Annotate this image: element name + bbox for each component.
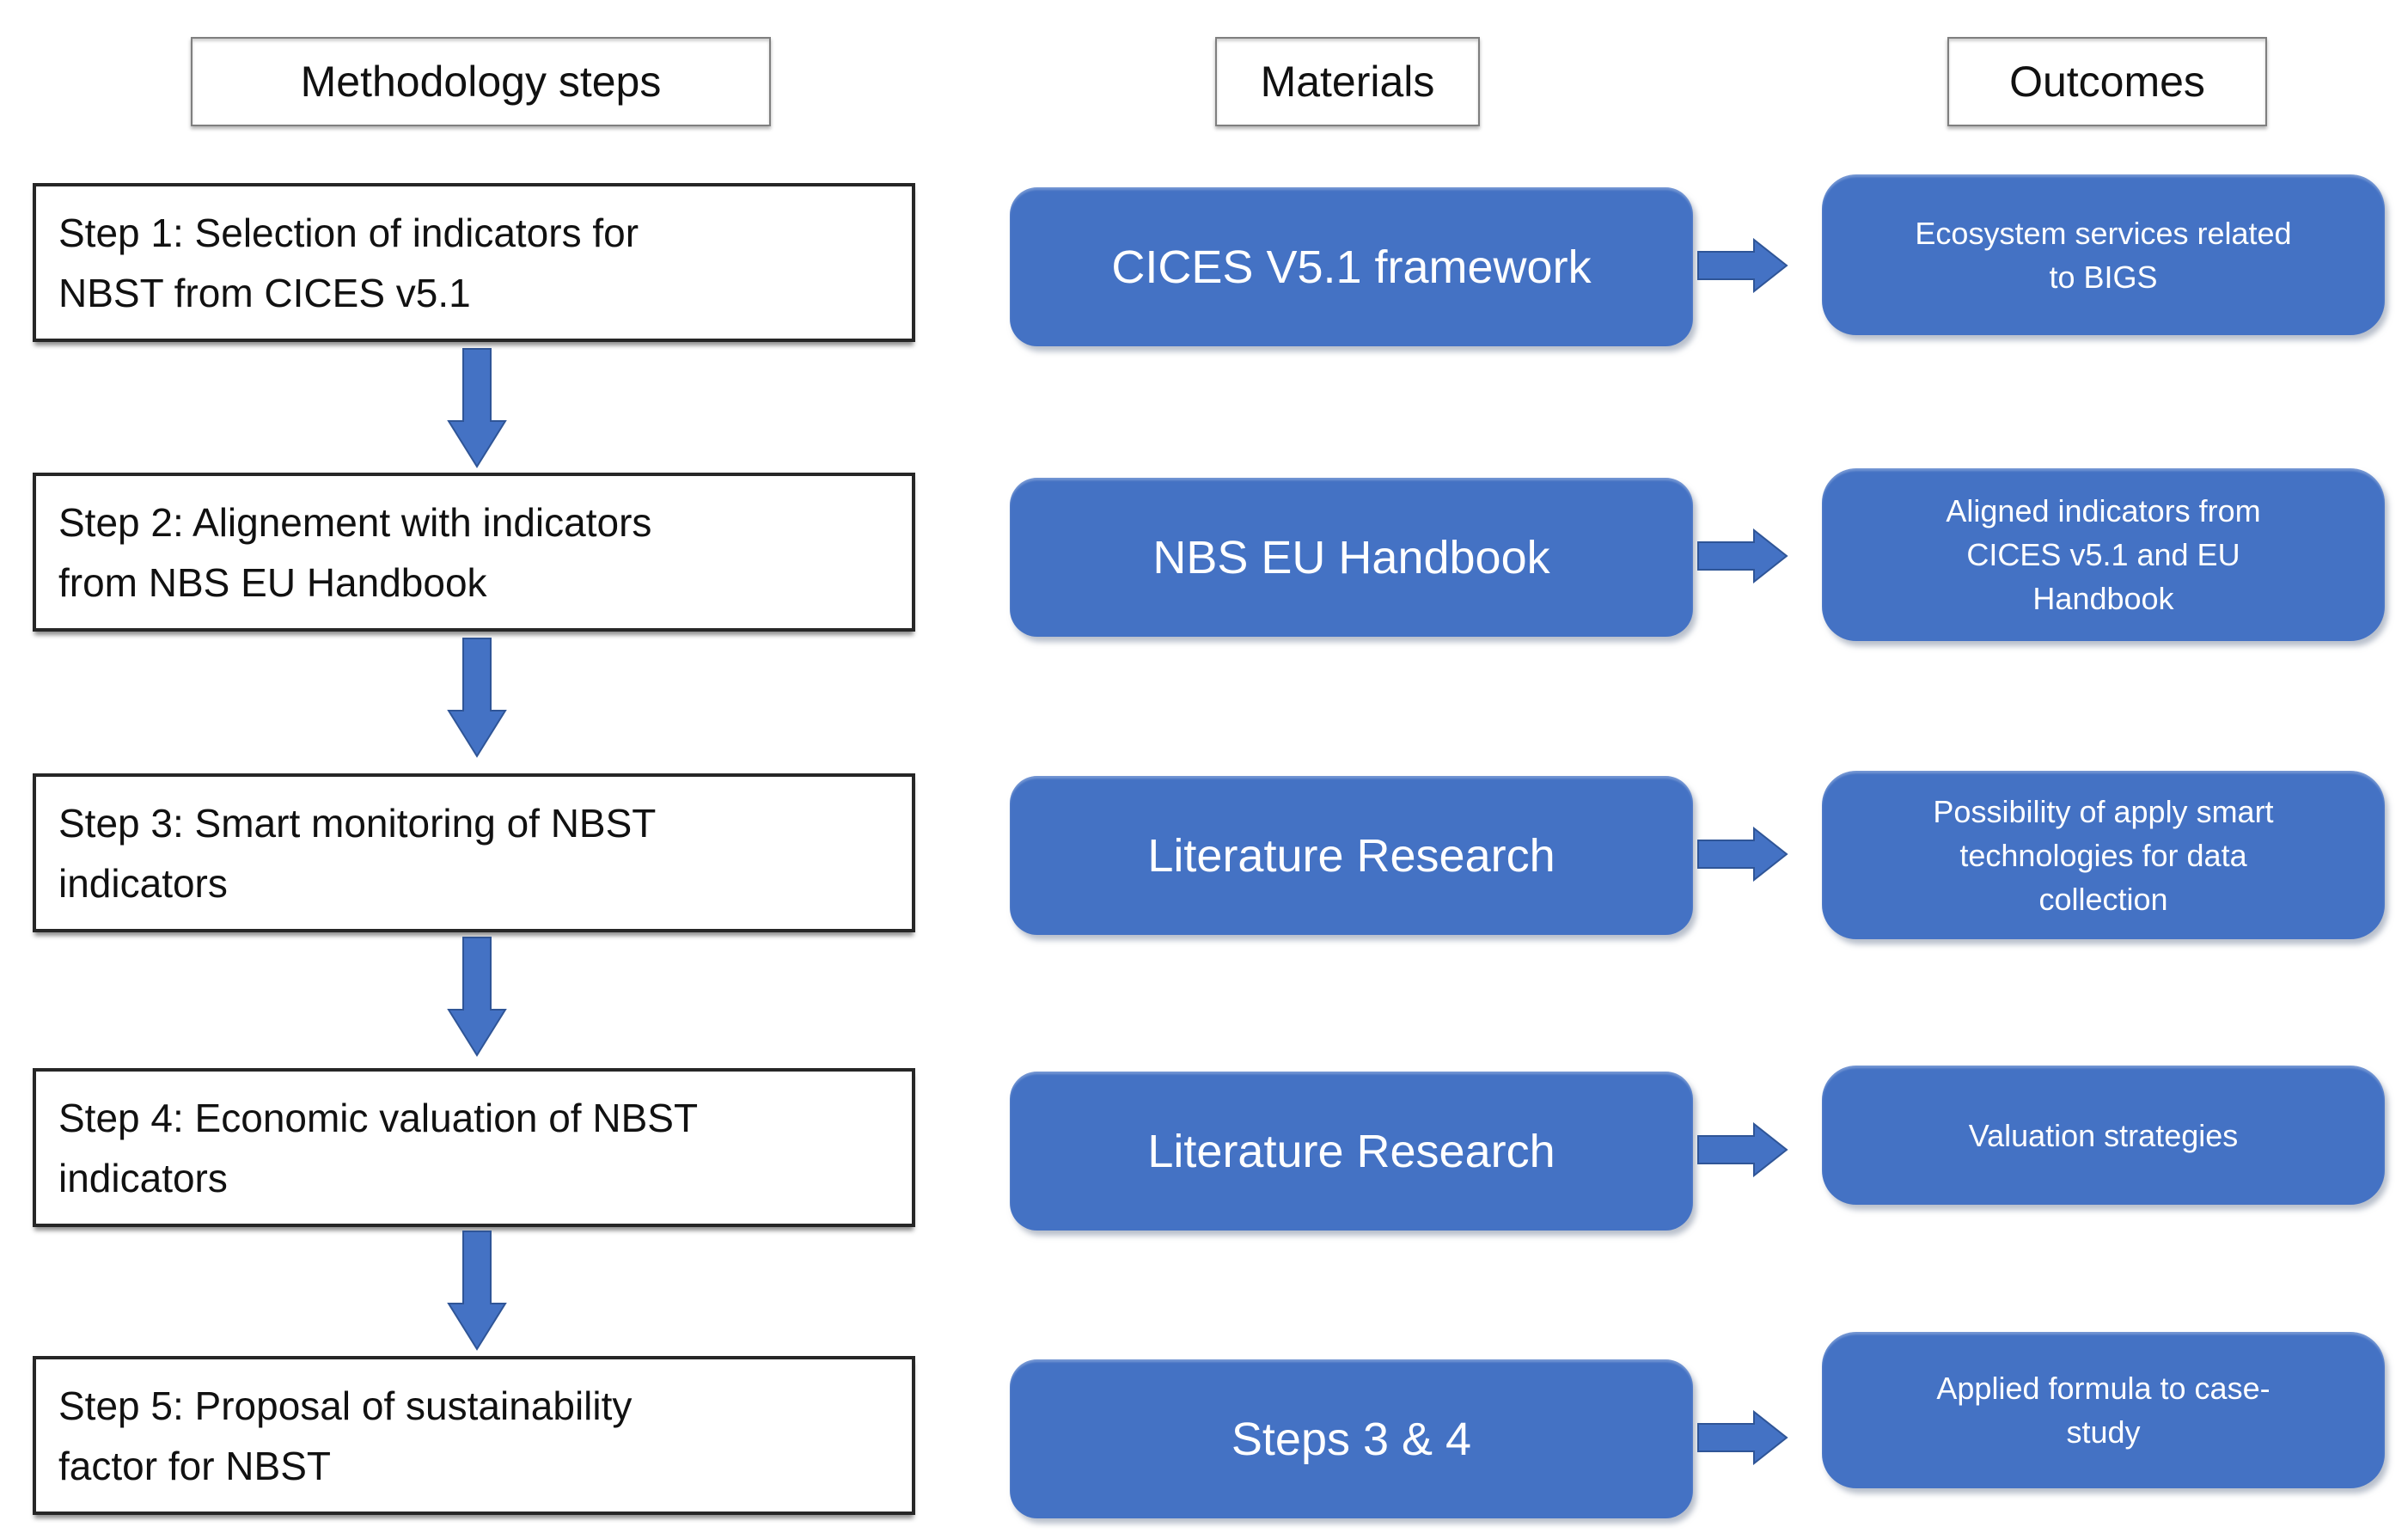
step-text-line: from NBS EU Handbook (58, 559, 487, 605)
outcome-text-line: Handbook (2032, 581, 2174, 616)
material-label: Steps 3 & 4 (1231, 1413, 1472, 1465)
material-label: NBS EU Handbook (1152, 531, 1550, 583)
outcome-text-line: CICES v5.1 and EU (1966, 537, 2240, 572)
material-box-2: NBS EU Handbook (1010, 478, 1693, 637)
step-text-line: factor for NBST (58, 1443, 331, 1488)
step-box-1: Step 1: Selection of indicators for NBST… (33, 183, 915, 342)
outcome-text-line: Ecosystem services related (1915, 215, 2292, 251)
step-box-4: Step 4: Economic valuation of NBST indic… (33, 1068, 915, 1227)
outcome-box-1: Ecosystem services related to BIGS (1822, 174, 2385, 335)
column-header-label: Outcomes (2009, 58, 2205, 106)
down-block-arrow-icon (447, 348, 507, 468)
step-text-line: indicators (58, 860, 228, 906)
step-text-line: indicators (58, 1155, 228, 1200)
outcome-box-3: Possibility of apply smart technologies … (1822, 771, 2385, 939)
outcome-text-line: to BIGS (2049, 259, 2158, 295)
down-block-arrow-icon (447, 638, 507, 758)
material-box-3: Literature Research (1010, 776, 1693, 935)
material-label: Literature Research (1147, 1125, 1555, 1177)
outcome-text-line: Valuation strategies (1968, 1117, 2239, 1153)
step-text-line: NBST from CICES v5.1 (58, 270, 471, 315)
down-block-arrow-icon (447, 937, 507, 1057)
step-box-5: Step 5: Proposal of sustainability facto… (33, 1356, 915, 1515)
outcome-box-2: Aligned indicators from CICES v5.1 and E… (1822, 468, 2385, 641)
column-header-materials: Materials (1215, 37, 1480, 126)
down-block-arrow-icon (447, 1231, 507, 1351)
material-label: Literature Research (1147, 829, 1555, 882)
right-block-arrow-icon (1697, 238, 1788, 293)
material-box-5: Steps 3 & 4 (1010, 1359, 1693, 1518)
step-text-line: Step 4: Economic valuation of NBST (58, 1095, 699, 1140)
column-header-label: Methodology steps (300, 58, 662, 106)
step-box-3: Step 3: Smart monitoring of NBST indicat… (33, 773, 915, 932)
outcome-text-line: Possibility of apply smart (1933, 793, 2274, 829)
material-label: CICES V5.1 framework (1111, 241, 1592, 293)
column-header-outcomes: Outcomes (1947, 37, 2267, 126)
step-box-2: Step 2: Alignement with indicators from … (33, 473, 915, 632)
right-block-arrow-icon (1697, 827, 1788, 882)
outcome-box-4: Valuation strategies (1822, 1066, 2385, 1205)
outcome-text-line: collection (2038, 881, 2168, 917)
step-text-line: Step 5: Proposal of sustainability (58, 1383, 633, 1428)
material-box-4: Literature Research (1010, 1072, 1693, 1231)
material-box-1: CICES V5.1 framework (1010, 187, 1693, 346)
outcome-text-line: Applied formula to case- (1936, 1371, 2270, 1406)
outcome-text-line: technologies for data (1959, 837, 2247, 873)
outcome-text-line: study (2066, 1414, 2141, 1450)
outcome-box-5: Applied formula to case- study (1822, 1332, 2385, 1488)
right-block-arrow-icon (1697, 528, 1788, 583)
step-text-line: Step 3: Smart monitoring of NBST (58, 800, 657, 846)
column-header-methodology-steps: Methodology steps (191, 37, 771, 126)
step-text-line: Step 2: Alignement with indicators (58, 499, 652, 545)
step-text-line: Step 1: Selection of indicators for (58, 210, 639, 255)
column-header-label: Materials (1260, 58, 1435, 106)
outcome-text-line: Aligned indicators from (1946, 493, 2261, 528)
right-block-arrow-icon (1697, 1410, 1788, 1465)
right-block-arrow-icon (1697, 1122, 1788, 1177)
